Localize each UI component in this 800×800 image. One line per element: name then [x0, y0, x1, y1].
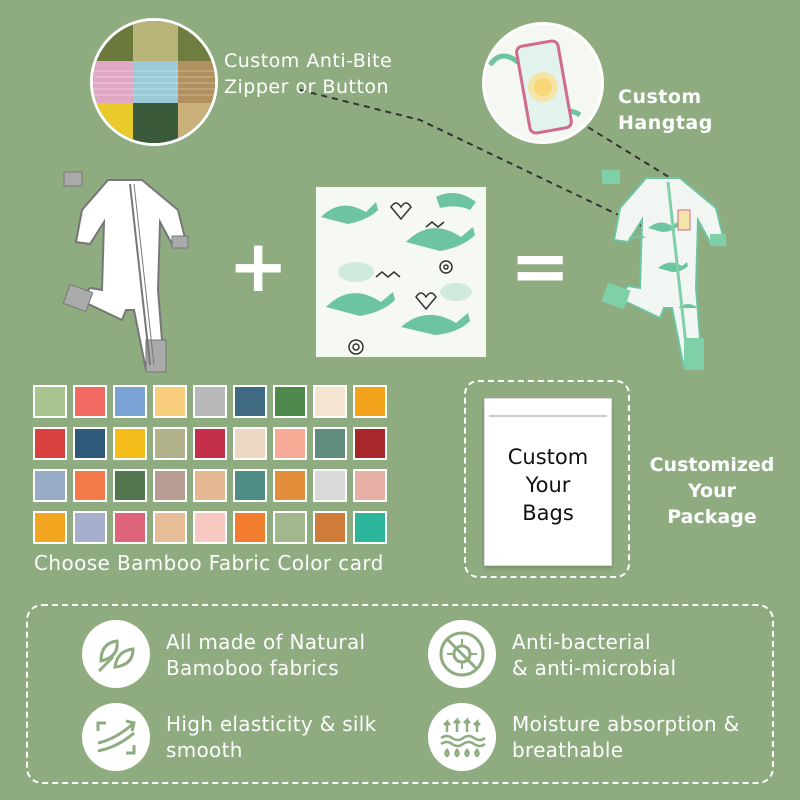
color-swatch[interactable]	[113, 427, 147, 460]
feature-natural-bamboo: All made of Natural Bamoboo fabrics	[166, 629, 365, 681]
no-bacteria-icon	[428, 620, 496, 688]
zipper-label-line2: Zipper or Button	[224, 76, 390, 98]
bag-text-line2: Your	[525, 473, 571, 497]
feature-anti-bacterial-line2: & anti-microbial	[512, 656, 677, 680]
color-swatch[interactable]	[273, 469, 307, 502]
bag-text: Custom Your Bags	[485, 443, 611, 527]
hangtag-label: Custom Hangtag	[618, 86, 713, 134]
color-swatch[interactable]	[73, 469, 107, 502]
color-swatch-grid	[33, 385, 387, 544]
color-swatch[interactable]	[233, 469, 267, 502]
color-swatch[interactable]	[33, 385, 67, 418]
color-swatch[interactable]	[313, 469, 347, 502]
color-swatch[interactable]	[313, 427, 347, 460]
feature-moisture-line2: breathable	[512, 738, 624, 762]
color-swatch[interactable]	[353, 385, 387, 418]
color-swatch[interactable]	[73, 511, 107, 544]
color-swatch[interactable]	[353, 511, 387, 544]
features-panel	[26, 604, 774, 784]
zipper-label-line1: Custom Anti-Bite	[224, 50, 393, 72]
color-swatch[interactable]	[153, 385, 187, 418]
color-swatch[interactable]	[153, 427, 187, 460]
color-swatch[interactable]	[193, 469, 227, 502]
custom-bag-image: Custom Your Bags	[484, 398, 612, 566]
swatch-caption: Choose Bamboo Fabric Color card	[34, 551, 384, 575]
color-swatch[interactable]	[313, 385, 347, 418]
hangtag-image	[482, 22, 604, 144]
color-swatch[interactable]	[233, 385, 267, 418]
color-swatch[interactable]	[273, 427, 307, 460]
leaf-icon	[82, 620, 150, 688]
feature-anti-bacterial: Anti-bacterial & anti-microbial	[512, 629, 676, 681]
color-swatch[interactable]	[193, 427, 227, 460]
color-swatch[interactable]	[273, 511, 307, 544]
plain-romper-image	[60, 170, 200, 384]
fabric-print-image	[316, 187, 486, 357]
feature-natural-bamboo-line1: All made of Natural	[166, 630, 366, 654]
color-swatch[interactable]	[353, 469, 387, 502]
package-label-line1: Customized	[649, 454, 775, 476]
feature-moisture: Moisture absorption & breathable	[512, 711, 740, 763]
zipper-label: Custom Anti-Bite Zipper or Button	[224, 48, 392, 100]
package-frame: Custom Your Bags	[464, 380, 630, 578]
package-label: Customized Your Package	[640, 452, 784, 530]
color-swatch[interactable]	[233, 427, 267, 460]
color-swatch[interactable]	[233, 511, 267, 544]
plus-sign: +	[228, 224, 289, 308]
color-swatch[interactable]	[273, 385, 307, 418]
color-swatch[interactable]	[113, 385, 147, 418]
color-swatch[interactable]	[153, 469, 187, 502]
feature-natural-bamboo-line2: Bamoboo fabrics	[166, 656, 339, 680]
color-swatch[interactable]	[193, 385, 227, 418]
color-swatch[interactable]	[113, 469, 147, 502]
color-swatch[interactable]	[33, 427, 67, 460]
color-swatch[interactable]	[73, 385, 107, 418]
feature-elasticity: High elasticity & silk smooth	[166, 711, 377, 763]
bag-text-line3: Bags	[522, 501, 574, 525]
color-swatch[interactable]	[73, 427, 107, 460]
equals-sign: =	[510, 224, 571, 308]
zipper-connector-line	[299, 89, 651, 231]
color-swatch[interactable]	[313, 511, 347, 544]
stretch-arrows-icon	[82, 703, 150, 771]
color-swatch[interactable]	[33, 469, 67, 502]
feature-elasticity-line1: High elasticity & silk	[166, 712, 377, 736]
color-swatch[interactable]	[193, 511, 227, 544]
feature-moisture-line1: Moisture absorption &	[512, 712, 740, 736]
color-swatch[interactable]	[153, 511, 187, 544]
bag-text-line1: Custom	[507, 445, 589, 469]
zipper-samples-image	[90, 18, 218, 146]
package-label-line2: Your Package	[667, 480, 757, 528]
printed-romper-image	[598, 168, 738, 382]
color-swatch[interactable]	[353, 427, 387, 460]
moisture-icon	[428, 703, 496, 771]
color-swatch[interactable]	[113, 511, 147, 544]
color-swatch[interactable]	[33, 511, 67, 544]
feature-elasticity-line2: smooth	[166, 738, 243, 762]
feature-anti-bacterial-line1: Anti-bacterial	[512, 630, 651, 654]
